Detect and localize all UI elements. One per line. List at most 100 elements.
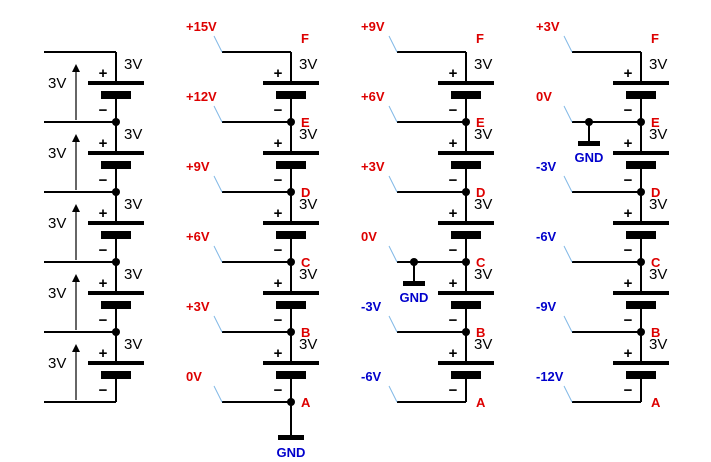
leader-line [388, 175, 398, 193]
battery-short-plate [276, 91, 306, 99]
junction-dot [287, 258, 295, 266]
node-label: A [476, 395, 486, 410]
minus-sign: − [274, 242, 283, 259]
battery-short-plate [451, 371, 481, 379]
panel-4 [563, 35, 671, 403]
panel-3 [388, 35, 496, 403]
leader-line [213, 315, 223, 333]
tap-voltage-label: +15V [186, 19, 217, 34]
cell-voltage-label: 3V [649, 196, 667, 213]
node-label: B [476, 325, 485, 340]
ground-bar [278, 435, 304, 440]
cell-voltage-label: 3V [48, 75, 66, 92]
ground-icon [278, 402, 304, 440]
battery-icon [86, 135, 146, 177]
node-label: A [651, 395, 661, 410]
minus-sign: − [99, 312, 108, 329]
plus-sign: + [624, 65, 633, 82]
battery-short-plate [276, 161, 306, 169]
minus-sign: − [624, 242, 633, 259]
battery-short-plate [276, 231, 306, 239]
arrow-head [72, 344, 80, 352]
battery-icon [86, 205, 146, 247]
cell-voltage-label: 3V [649, 126, 667, 143]
battery-icon [436, 275, 496, 317]
minus-sign: − [624, 172, 633, 189]
plus-sign: + [624, 345, 633, 362]
plus-sign: + [99, 65, 108, 82]
minus-sign: − [449, 102, 458, 119]
battery-short-plate [451, 91, 481, 99]
battery-short-plate [451, 231, 481, 239]
battery-short-plate [276, 371, 306, 379]
minus-sign: − [449, 242, 458, 259]
minus-sign: − [274, 102, 283, 119]
battery-short-plate [626, 91, 656, 99]
tap-voltage-label: +6V [361, 89, 385, 104]
plus-sign: + [449, 345, 458, 362]
battery-icon [611, 65, 671, 107]
node-label: D [301, 185, 310, 200]
node-label: C [476, 255, 486, 270]
minus-sign: − [99, 242, 108, 259]
ground-icon [578, 118, 600, 146]
battery-short-plate [451, 301, 481, 309]
junction-dot [462, 258, 470, 266]
tap-voltage-label: 0V [361, 229, 377, 244]
battery-icon [86, 275, 146, 317]
plus-sign: + [274, 345, 283, 362]
battery-short-plate [451, 161, 481, 169]
battery-icon [86, 65, 146, 107]
cell-voltage-label: 3V [124, 336, 142, 353]
tap-voltage-label: -3V [536, 159, 557, 174]
ground-bar [578, 141, 600, 146]
battery-short-plate [101, 231, 131, 239]
voltage-arrow-icon [72, 64, 80, 120]
minus-sign: − [274, 382, 283, 399]
cell-voltage-label: 3V [474, 126, 492, 143]
leader-line [563, 35, 573, 53]
battery-icon [261, 345, 321, 387]
junction-dot [462, 188, 470, 196]
leader-line [388, 245, 398, 263]
cell-voltage-label: 3V [649, 56, 667, 73]
junction-dot [462, 118, 470, 126]
gnd-label: GND [400, 290, 429, 305]
battery-short-plate [101, 371, 131, 379]
battery-short-plate [101, 301, 131, 309]
gnd-label: GND [575, 150, 604, 165]
leader-line [388, 105, 398, 123]
node-label: E [476, 115, 485, 130]
tap-voltage-label: -12V [536, 369, 564, 384]
cell-voltage-label: 3V [649, 336, 667, 353]
arrow-head [72, 274, 80, 282]
leader-line [563, 105, 573, 123]
node-label: F [476, 31, 484, 46]
battery-icon [261, 65, 321, 107]
junction-dot [462, 328, 470, 336]
battery-icon [436, 345, 496, 387]
battery-icon [611, 135, 671, 177]
tap-voltage-label: +9V [361, 19, 385, 34]
junction-dot [287, 328, 295, 336]
tap-voltage-label: +3V [536, 19, 560, 34]
node-label: D [651, 185, 660, 200]
minus-sign: − [624, 102, 633, 119]
battery-icon [436, 65, 496, 107]
voltage-arrow-icon [72, 134, 80, 190]
plus-sign: + [274, 275, 283, 292]
plus-sign: + [99, 345, 108, 362]
tap-voltage-label: +6V [186, 229, 210, 244]
ground-bar [403, 281, 425, 286]
cell-voltage-label: 3V [124, 126, 142, 143]
junction-dot [112, 188, 120, 196]
cell-voltage-label: 3V [299, 266, 317, 283]
leader-line [213, 175, 223, 193]
minus-sign: − [449, 312, 458, 329]
plus-sign: + [274, 135, 283, 152]
battery-icon [436, 135, 496, 177]
leader-line [563, 175, 573, 193]
cell-voltage-label: 3V [299, 196, 317, 213]
tap-voltage-label: -6V [536, 229, 557, 244]
tap-voltage-label: +9V [186, 159, 210, 174]
